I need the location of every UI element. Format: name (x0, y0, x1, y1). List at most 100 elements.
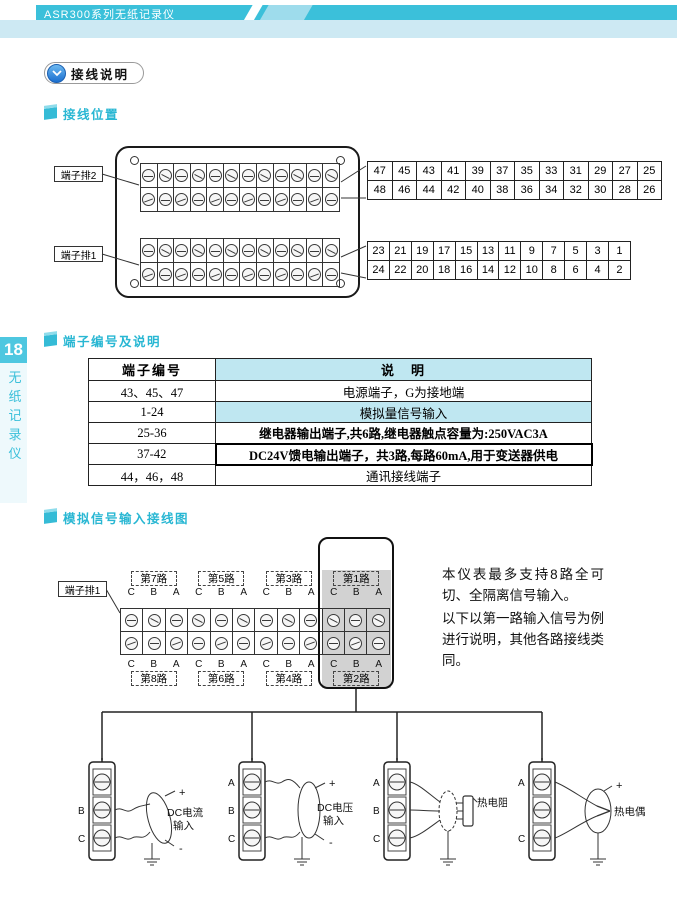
terminal-number-cell: 27 (612, 161, 638, 181)
screw-icon (282, 613, 296, 627)
terminal-screw-cell (209, 608, 234, 632)
terminal-letter: C (195, 587, 203, 598)
screw-icon (225, 268, 239, 281)
terminal-strip-2 (140, 163, 340, 212)
terminal-screw-cell (289, 262, 307, 287)
screw-icon (225, 193, 239, 206)
terminal-number-cell: 47 (367, 161, 393, 181)
terminal-screw-cell (164, 631, 189, 655)
screw-icon (237, 636, 251, 650)
screw-icon (214, 636, 228, 650)
terminal-number-cell: 4 (586, 260, 609, 280)
terminal-letter: C (262, 587, 270, 598)
terminal-screw-cell (276, 631, 301, 655)
screw-icon (291, 169, 305, 182)
screw-row (119, 608, 390, 632)
terminal-letter: A (375, 659, 383, 670)
minus-sign: - (179, 843, 183, 855)
terminal-desc-cell: 模拟量信号输入 (215, 401, 592, 423)
plus-sign: + (179, 787, 185, 799)
screw-icon (349, 613, 363, 627)
screw-icon (175, 169, 189, 182)
screw-icon (308, 193, 322, 206)
note-line: 本仪表最多支持8路全可切、全隔离信号输入。 (442, 567, 604, 603)
terminal-desc-cell: 通讯接线端子 (215, 464, 592, 486)
terminal-screw-cell (254, 631, 278, 655)
terminal-screw-cell (254, 608, 278, 632)
example-label: 热电阻 (477, 796, 507, 809)
screw-icon (158, 244, 172, 257)
screw-icon (142, 244, 156, 257)
terminal-screw-cell (322, 187, 340, 212)
terminal-number-cell: 37 (489, 161, 515, 181)
terminal-screw-cell (222, 238, 241, 263)
terminal-number-cell: 38 (489, 180, 515, 200)
terminal-screw-cell (206, 238, 224, 263)
terminal-number-cell: 29 (587, 161, 613, 181)
terminal-screw-cell (299, 608, 323, 632)
section-title: 模拟信号输入接线图 (63, 512, 190, 526)
screw-icon (175, 244, 189, 257)
terminal-letter: C (330, 659, 338, 670)
terminal-screw-cell (305, 262, 324, 287)
screw-row (140, 262, 340, 287)
terminal-number-cell: 46 (391, 180, 417, 200)
screw-icon (125, 636, 139, 650)
section-title: 接线位置 (63, 108, 120, 122)
screw-icon (147, 613, 161, 627)
terminal-screw-cell (256, 187, 274, 212)
book-icon (44, 334, 57, 347)
terminal-screw-cell (187, 608, 211, 632)
terminal-letter: C (518, 834, 525, 845)
terminal-screw-cell (164, 608, 189, 632)
screw-icon (258, 169, 272, 182)
screw-icon (170, 636, 184, 650)
minus-sign: - (329, 837, 333, 849)
terminal-letter: B (285, 659, 293, 670)
terminal-letter: A (518, 778, 525, 789)
analog-strip-label: 端子排1 (58, 581, 107, 597)
section-header-wiring-position: 接线位置 (44, 104, 119, 123)
terminal-letter: B (352, 587, 360, 598)
terminal-screw-cell (366, 608, 390, 632)
screw-icon (142, 169, 156, 182)
terminal-screw-cell (189, 187, 208, 212)
terminal-letter: A (240, 587, 248, 598)
dc-voltage-wiring-diagram: A B C + - DC电压 输入 (212, 758, 362, 883)
screw-icon (158, 193, 172, 206)
terminal-screw-cell (276, 608, 301, 632)
terminal-screw-cell (322, 238, 340, 263)
screw-icon (324, 244, 338, 257)
dc-current-wiring-diagram: B C + - DC电流 输入 (62, 758, 212, 883)
terminal-number-cell: 23 (367, 241, 390, 261)
page-header: ASR300系列无纸记录仪 (36, 5, 677, 20)
example-label: DC电压 (317, 801, 354, 814)
col-header-description: 说 明 (215, 358, 592, 381)
terminal-screw-cell (140, 262, 158, 287)
terminal-number-cell: 6 (564, 260, 588, 280)
wiring-instructions-badge: 接线说明 (44, 62, 145, 84)
terminal-screw-cell (239, 187, 258, 212)
screw-icon (308, 268, 322, 281)
terminal-desc-cell: 电源端子，G为接地端 (215, 380, 592, 402)
terminal-number-cell: 34 (538, 180, 564, 200)
terminal-screw-cell (289, 163, 307, 188)
screw-icon (326, 636, 340, 650)
screw-icon (241, 193, 255, 206)
channel-label: 第2路 (333, 671, 380, 686)
terminal-letter: B (78, 806, 85, 817)
header-slash-decoration (258, 5, 314, 20)
terminal-screw-cell (209, 631, 234, 655)
channel-label: 第6路 (198, 671, 245, 686)
screw-icon (158, 169, 172, 182)
terminal-number-cell: 1 (607, 241, 632, 261)
terminal-screw-cell (344, 608, 368, 632)
